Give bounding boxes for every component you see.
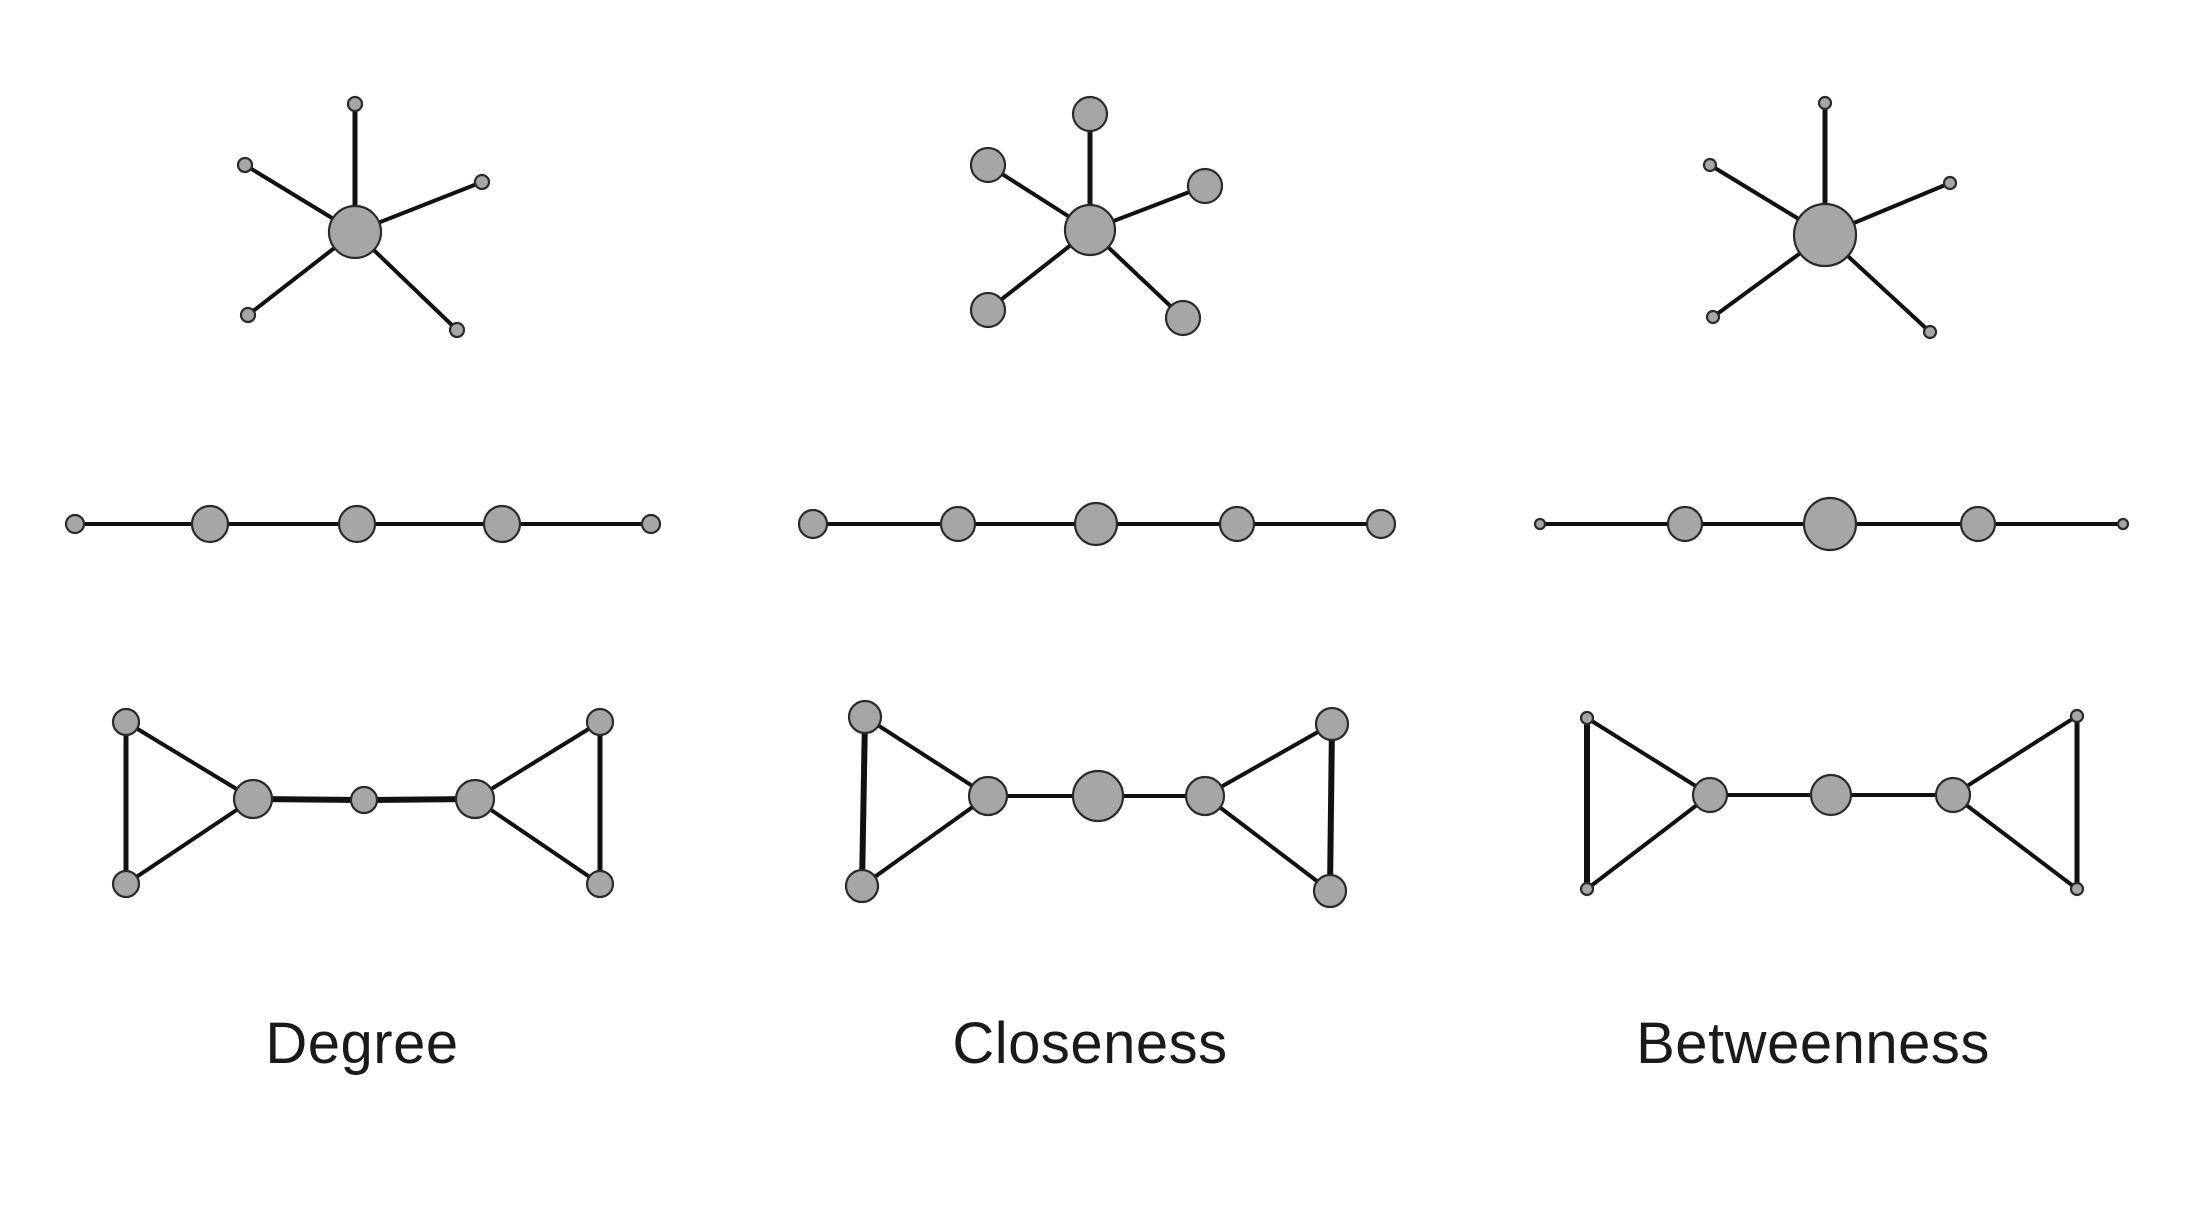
graph-node [2069, 708, 2085, 724]
graph-node [337, 504, 377, 544]
graph-edge [859, 714, 868, 889]
graph-node [2069, 881, 2085, 897]
closeness-path-graph [797, 501, 1397, 547]
graph-edge [1203, 794, 1332, 893]
graph-node [1312, 873, 1348, 909]
graph-node [1817, 95, 1833, 111]
graph-node [969, 291, 1007, 329]
graph-edge [1585, 793, 1712, 891]
graph-node [454, 778, 496, 820]
graph-node [1691, 776, 1729, 814]
graph-edge [1327, 721, 1335, 894]
degree-bowtie-graph [111, 707, 615, 899]
graph-edge [473, 720, 602, 801]
graph-node [2116, 517, 2130, 531]
graph-node [346, 95, 364, 113]
graph-node [64, 513, 86, 535]
graph-node [239, 306, 257, 324]
graph-node [1365, 508, 1397, 540]
graph-node [585, 869, 615, 899]
graph-edge [1585, 716, 1712, 797]
graph-edge [124, 797, 255, 886]
graph-node [473, 173, 491, 191]
graph-node [482, 504, 522, 544]
graph-node [844, 868, 880, 904]
graph-node [1071, 95, 1109, 133]
graph-node [969, 146, 1007, 184]
graph-node [1314, 706, 1350, 742]
graph-edge [1951, 714, 2079, 797]
graph-node [1705, 309, 1721, 325]
closeness-bowtie-graph [844, 699, 1350, 909]
betweenness-bowtie-graph [1579, 708, 2085, 897]
graph-node [1702, 157, 1718, 173]
closeness-label: Closeness [952, 1011, 1228, 1076]
graph-edge [863, 715, 990, 798]
graph-node [1922, 324, 1938, 340]
graph-node [1164, 299, 1202, 337]
graph-edge [473, 797, 602, 886]
graph-node [448, 321, 466, 339]
graph-node [232, 778, 274, 820]
graph-node [640, 513, 662, 535]
graph-edge [124, 720, 255, 801]
graph-node [1934, 776, 1972, 814]
degree-star-graph [236, 95, 491, 339]
graph-node [111, 869, 141, 899]
graph-node [939, 505, 977, 543]
graph-node [585, 707, 615, 737]
graph-node [327, 204, 383, 260]
graph-node [1071, 769, 1125, 823]
graph-node [847, 699, 883, 735]
closeness-star-graph [969, 95, 1224, 337]
degree-label: Degree [265, 1011, 459, 1076]
betweenness-path-graph [1533, 496, 2130, 552]
graph-node [1533, 517, 1547, 531]
graph-node [967, 775, 1009, 817]
graph-node [1959, 505, 1997, 543]
graph-edge [1951, 793, 2079, 891]
graph-edge [860, 794, 990, 888]
graph-node [1579, 881, 1595, 897]
graph-edge [1203, 722, 1334, 798]
graph-node [1063, 203, 1117, 257]
graph-node [236, 156, 254, 174]
graph-node [190, 504, 230, 544]
degree-path-graph [64, 504, 662, 544]
graph-node [1073, 501, 1119, 547]
graph-node [797, 508, 829, 540]
graph-node [1218, 505, 1256, 543]
graph-node [1809, 773, 1853, 817]
graph-node [1186, 167, 1224, 205]
graph-node [1942, 175, 1958, 191]
betweenness-star-graph [1702, 95, 1958, 340]
graph-node [349, 785, 379, 815]
graph-node [1802, 496, 1858, 552]
betweenness-label: Betweenness [1636, 1011, 1990, 1076]
graph-node [1579, 710, 1595, 726]
graph-node [1184, 775, 1226, 817]
graph-node [1792, 202, 1858, 268]
graph-node [1666, 505, 1704, 543]
graph-node [111, 707, 141, 737]
